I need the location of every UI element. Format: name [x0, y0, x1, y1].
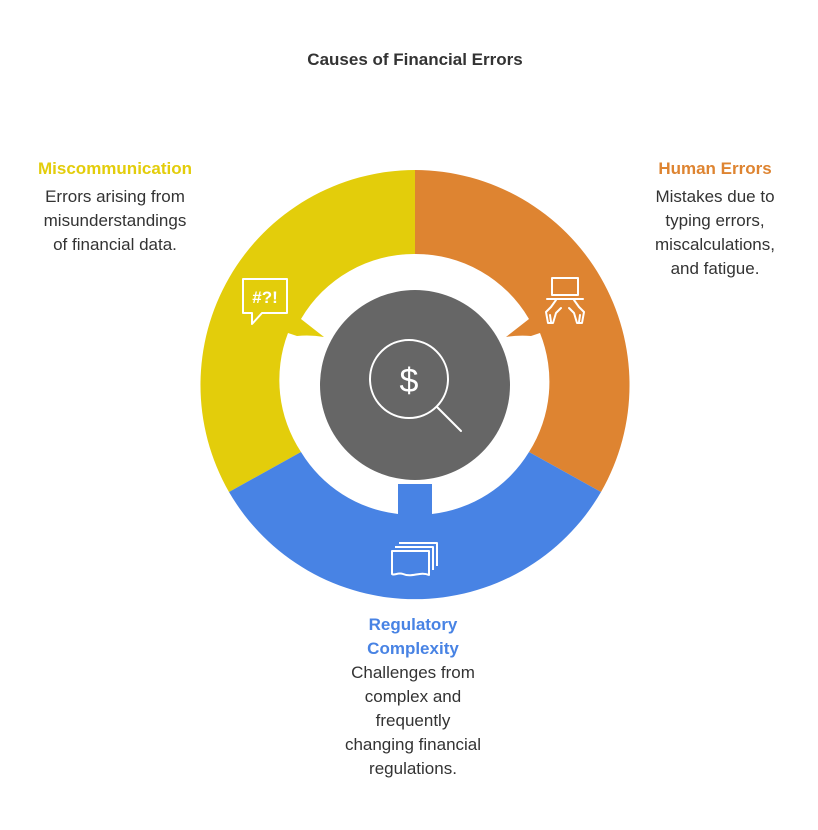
regulatory-description-line: changing financial: [344, 735, 482, 754]
center-circle: [320, 290, 510, 480]
human-errors-description-line: and fatigue.: [670, 259, 760, 278]
human-errors-heading: Human Errors: [658, 159, 772, 178]
miscommunication-description-line: misunderstandings: [43, 211, 187, 230]
regulatory-description-line: complex and: [364, 687, 462, 706]
speech-bubble-symbols: #?!: [252, 288, 278, 307]
regulatory-description-line: regulations.: [369, 759, 457, 778]
human-errors-description: Mistakes due to typing errors, miscalcul…: [620, 185, 810, 281]
documents-stack-icon: [391, 542, 438, 577]
human-errors-description-line: miscalculations,: [655, 235, 775, 254]
regulatory-complexity-heading: Regulatory Complexity: [313, 613, 513, 661]
regulatory-heading-line: Complexity: [367, 639, 459, 658]
regulatory-description-line: Challenges from: [351, 663, 475, 682]
speech-bubble-symbols-icon: [242, 278, 288, 325]
miscommunication-heading: Miscommunication: [38, 159, 192, 178]
dollar-magnifier-icon: [369, 339, 462, 432]
laptop-typing-hands-icon: [545, 277, 585, 324]
human-errors-segment: [415, 170, 630, 492]
regulatory-description-line: frequently: [375, 711, 451, 730]
miscommunication-label: Miscommunication Errors arising from mis…: [10, 157, 220, 257]
miscommunication-description-line: of financial data.: [53, 235, 177, 254]
miscommunication-description-line: Errors arising from: [45, 187, 185, 206]
regulatory-complexity-segment: [229, 452, 601, 600]
diagram-title: Causes of Financial Errors: [307, 50, 523, 69]
regulatory-complexity-label: Regulatory Complexity Challenges from co…: [313, 613, 513, 781]
regulatory-heading-line: Regulatory: [368, 615, 458, 634]
miscommunication-description: Errors arising from misunderstandings of…: [10, 185, 220, 257]
human-errors-label: Human Errors Mistakes due to typing erro…: [620, 157, 810, 281]
regulatory-complexity-description: Challenges from complex and frequently c…: [313, 661, 513, 781]
human-errors-description-line: typing errors,: [665, 211, 765, 230]
miscommunication-segment: [200, 170, 415, 492]
dollar-symbol: $: [400, 362, 419, 400]
human-errors-description-line: Mistakes due to: [655, 187, 775, 206]
